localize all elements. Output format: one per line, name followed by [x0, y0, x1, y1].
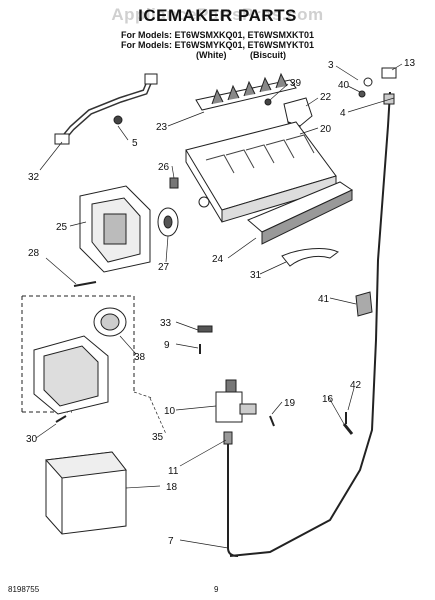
callout-41: 41: [318, 294, 330, 305]
callout-4: 4: [340, 108, 346, 119]
callout-27: 27: [158, 262, 170, 273]
part-40: [358, 90, 366, 98]
callout-30: 30: [26, 434, 38, 445]
part-screw-39: [264, 98, 272, 106]
callout-11: 11: [168, 466, 179, 477]
callout-38: 38: [134, 352, 146, 363]
part-motor-housing: [79, 185, 151, 273]
part-16: [342, 423, 354, 435]
callout-40: 40: [338, 80, 350, 91]
part-clip-31: [281, 248, 339, 267]
callout-22: 22: [320, 92, 332, 103]
callout-19: 19: [284, 398, 296, 409]
models-line-1: For Models: ET6WSMXKQ01, ET6WSMXKT01: [120, 30, 315, 40]
callout-23: 23: [156, 122, 168, 133]
assembly-outline: [21, 295, 135, 412]
page-number: 9: [214, 585, 219, 594]
callout-24: 24: [212, 254, 224, 265]
part-26: [169, 177, 179, 189]
part-4: [383, 93, 395, 105]
part-screw-30: [55, 415, 67, 423]
part-fill-tube: [229, 91, 391, 557]
callout-42: 42: [350, 380, 362, 391]
callout-3: 3: [328, 60, 334, 71]
callout-32: 32: [28, 172, 40, 183]
part-fitting-11: [223, 431, 233, 445]
callout-5: 5: [132, 138, 138, 149]
callout-33: 33: [160, 318, 172, 329]
part-screw-19: [269, 415, 275, 427]
callout-13: 13: [404, 58, 416, 69]
part-motor: [93, 307, 127, 337]
part-27: [157, 207, 179, 237]
part-bracket-41: [355, 291, 373, 317]
callout-9: 9: [164, 340, 170, 351]
part-supply-line: [227, 444, 239, 557]
part-fill-cup: [247, 181, 354, 245]
watermark: AppliancePartsPros.com: [111, 5, 324, 24]
callout-31: 31: [250, 270, 262, 281]
callout-16: 16: [322, 394, 334, 405]
page-title: ICEMAKER PARTS: [138, 6, 297, 25]
part-ejector: [195, 72, 297, 111]
leader-lines: [35, 63, 403, 549]
document-number: 8198755: [8, 585, 40, 594]
variant-biscuit: (Biscuit): [250, 50, 286, 60]
callout-10: 10: [164, 406, 176, 417]
callout-39: 39: [290, 78, 302, 89]
part-clip-33: [197, 325, 213, 333]
callout-26: 26: [158, 162, 170, 173]
part-water-valve: [215, 379, 257, 423]
callout-20: 20: [320, 124, 332, 135]
part-3: [363, 77, 373, 87]
variant-white: (White): [196, 50, 227, 60]
part-screw-28: [73, 281, 97, 287]
part-13: [381, 67, 397, 79]
callout-18: 18: [166, 482, 178, 493]
part-insulation: [44, 451, 127, 535]
callout-35: 35: [152, 432, 164, 443]
callout-7: 7: [168, 536, 174, 547]
part-wire-harness: [54, 73, 158, 145]
part-lower-housing: [33, 335, 109, 415]
callout-25: 25: [56, 222, 68, 233]
callout-28: 28: [28, 248, 40, 259]
models-line-2: For Models: ET6WSMYKQ01, ET6WSMYKT01: [120, 40, 315, 50]
